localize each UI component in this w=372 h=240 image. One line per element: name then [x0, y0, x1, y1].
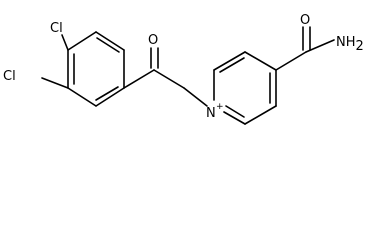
ring-bond: [95, 87, 125, 107]
amide-nh-subscript: 2: [356, 39, 364, 54]
ring-bond: [213, 51, 246, 71]
amide-cn-bond: [305, 39, 335, 53]
ring-double-bond: [96, 37, 120, 53]
c-cl-bond-top: [61, 34, 69, 51]
aryl-carbonyl-bond: [123, 69, 155, 89]
ring-double-bond: [95, 86, 119, 101]
ring-amide-bond: [275, 51, 307, 71]
chlorine-left-label: Cl: [3, 69, 16, 84]
ketone-oxygen-label: O: [148, 33, 158, 48]
ring-bond: [244, 105, 277, 125]
ring-bond: [67, 31, 97, 51]
c-cl-bond-left: [41, 77, 69, 89]
ring-bond: [67, 87, 97, 107]
ring-bond: [95, 31, 125, 51]
pyridinium-charge-label: +: [216, 102, 224, 112]
ring-bond: [223, 111, 246, 125]
amide-nh-text: NH: [336, 35, 356, 50]
molecule-structure: Cl Cl O N + O NH2: [3, 13, 364, 125]
ring-double-bond: [225, 105, 245, 118]
methylene-nitrogen-bond: [183, 87, 208, 107]
pyridinium-ring: [213, 51, 277, 125]
ring-bond: [244, 51, 277, 71]
chlorine-top-label: Cl: [50, 21, 63, 36]
carbonyl-methylene-bond: [153, 69, 185, 89]
dichlorophenyl-ring: [67, 31, 125, 107]
amide-oxygen-label: O: [300, 13, 310, 28]
pyridinium-nitrogen-label: N: [206, 106, 216, 121]
ring-double-bond: [219, 57, 245, 73]
amide-nitrogen-label: NH2: [336, 35, 364, 54]
